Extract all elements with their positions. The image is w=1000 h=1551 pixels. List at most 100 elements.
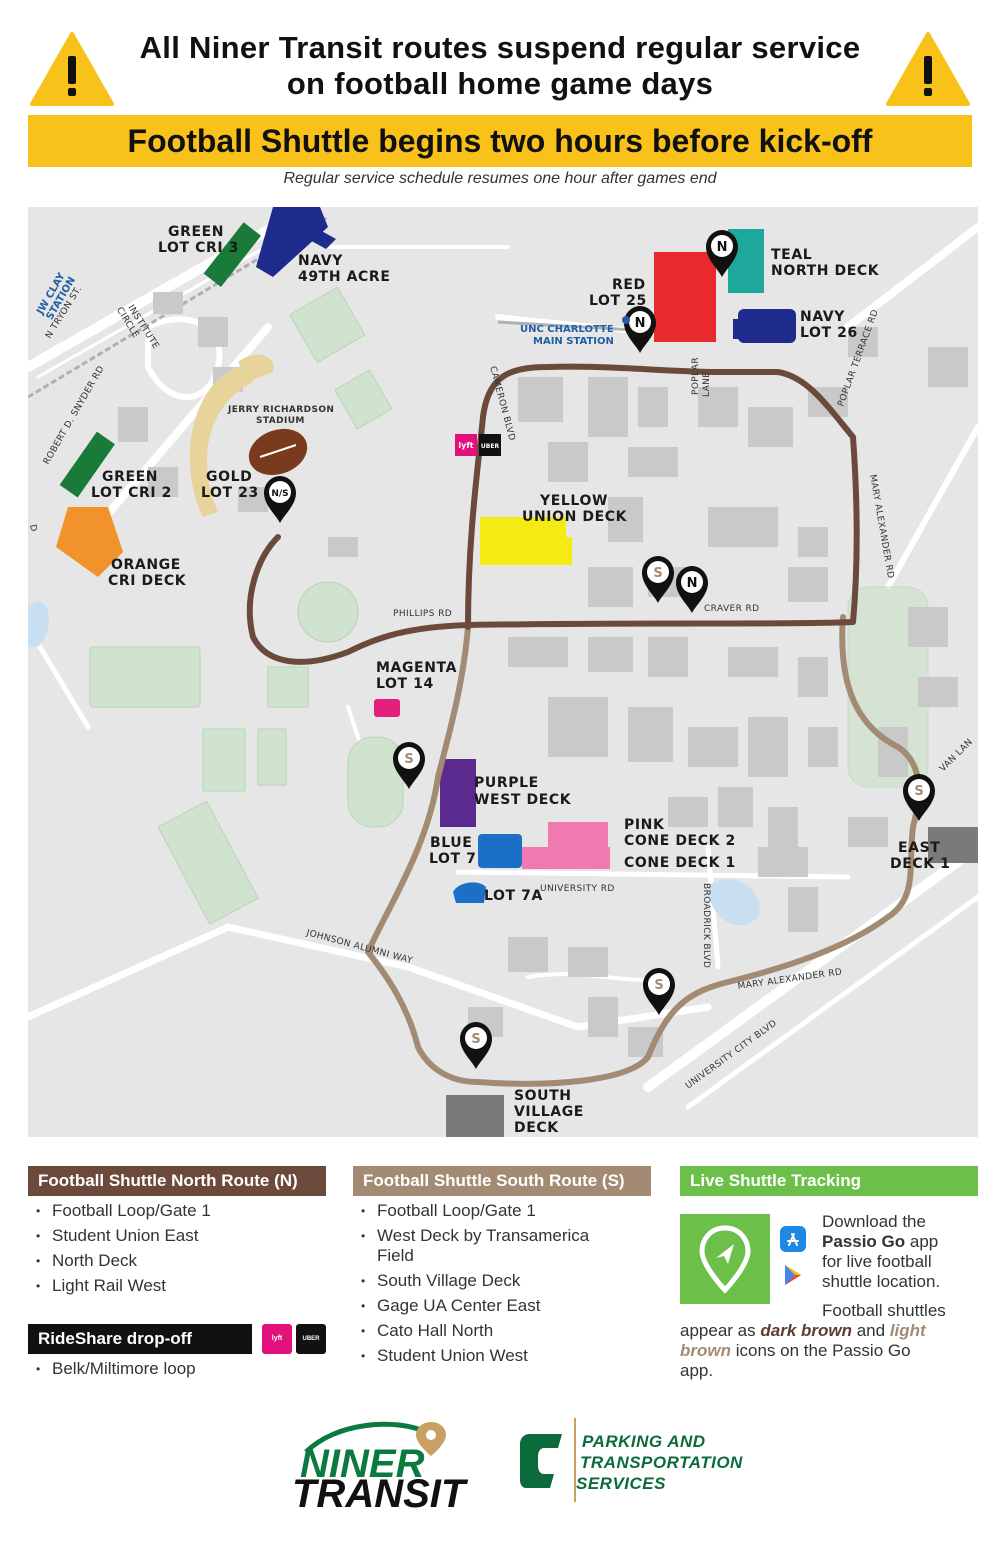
shuttle-pin-north[interactable]: N xyxy=(624,306,656,353)
north-route-stops: Football Loop/Gate 1 Student Union East … xyxy=(28,1201,328,1301)
blue-lot-7-shape xyxy=(478,834,522,868)
label-east-2: DECK 1 xyxy=(890,856,951,872)
svg-text:POPLARLANE: POPLARLANE xyxy=(691,357,712,397)
pin-center xyxy=(647,561,669,583)
cone-deck-1-shape xyxy=(522,847,610,869)
download-post: app xyxy=(909,1232,939,1251)
green-lot-cri3-shape xyxy=(203,222,261,287)
header-line-1: All Niner Transit routes suspend regular… xyxy=(139,30,861,65)
pin-center xyxy=(908,779,930,801)
shuttle-pin-north[interactable]: N xyxy=(706,230,738,277)
pts-line-1: PARKING AND xyxy=(582,1432,706,1451)
header-subtitle: Regular service schedule resumes one hou… xyxy=(283,170,717,187)
orange-cri-deck-shape xyxy=(56,507,123,577)
south-route-stops: Football Loop/Gate 1 West Deck by Transa… xyxy=(353,1201,643,1371)
label-pink-1: PINK xyxy=(624,817,665,833)
label-pink-2: CONE DECK 2 xyxy=(624,833,736,849)
footer-divider xyxy=(574,1418,576,1502)
east-deck-shape xyxy=(928,827,978,863)
header-line-2: on football home game days xyxy=(286,66,714,101)
label-navy-49-2: 49TH ACRE xyxy=(298,269,390,285)
kickoff-banner: Football Shuttle begins two hours before… xyxy=(28,115,972,167)
label-stadium-2: STADIUM xyxy=(256,416,305,426)
map-uber-icon xyxy=(479,434,501,456)
south-stop: West Deck by Transamerica Field xyxy=(353,1226,607,1266)
google-play-icon[interactable] xyxy=(780,1262,806,1288)
north-stop: Light Rail West xyxy=(28,1276,328,1296)
tracking-header: Live Shuttle Tracking xyxy=(680,1166,978,1196)
label-yellow-1: YELLOW xyxy=(539,493,608,509)
label-magenta-1: MAGENTA xyxy=(376,660,457,676)
label-east-1: EAST xyxy=(898,840,940,856)
south-stop: Gage UA Center East xyxy=(353,1296,643,1316)
rideshare-stop: Belk/Miltimore loop xyxy=(28,1359,328,1379)
label-sv-2: VILLAGE xyxy=(514,1104,584,1120)
header-title: All Niner Transit routes suspend regular… xyxy=(110,30,890,102)
road-poplar-1: POPLAR xyxy=(691,357,701,395)
south-stop: Student Union West xyxy=(353,1346,643,1366)
label-navy-49-1: NAVY xyxy=(298,253,343,269)
pin-center xyxy=(629,311,651,333)
shuttle-pin-south[interactable]: S xyxy=(393,742,425,789)
passio-go-app-icon[interactable] xyxy=(680,1214,770,1304)
road-craver: CRAVER RD xyxy=(704,604,760,614)
map-lyft-text: lyft xyxy=(458,441,473,450)
lyft-icon: lyft xyxy=(262,1324,292,1354)
road-phillips: PHILLIPS RD xyxy=(393,609,452,619)
parking-lots xyxy=(56,207,978,1137)
label-green-cri3-2: LOT CRI 3 xyxy=(158,240,239,256)
label-green-cri2-1: GREEN xyxy=(102,469,158,485)
pin-center xyxy=(648,973,670,995)
label-gold-1: GOLD xyxy=(206,469,252,485)
warning-icon-left xyxy=(30,32,114,106)
label-sv-3: DECK xyxy=(514,1120,559,1136)
label-teal-1: TEAL xyxy=(771,247,812,263)
label-orange-1: ORANGE xyxy=(111,557,181,573)
app-name: Passio Go xyxy=(822,1232,906,1251)
note-and: and xyxy=(856,1321,886,1340)
lot-7a-shape xyxy=(453,882,486,903)
shuttle-pin-both[interactable]: N/S xyxy=(264,476,296,523)
shuttle-pin-south[interactable]: S xyxy=(642,556,674,603)
pond xyxy=(28,601,49,647)
label-yellow-2: UNION DECK xyxy=(522,509,628,525)
shuttle-pin-north[interactable]: N xyxy=(676,566,708,613)
label-navy26-2: LOT 26 xyxy=(800,325,858,341)
shuttle-pin-south[interactable]: S xyxy=(460,1022,492,1069)
warning-icon-right xyxy=(886,32,970,106)
road-poplar-2: LANE xyxy=(702,372,712,397)
yellow-union-deck-shape xyxy=(480,517,566,565)
pin-letter: N/S xyxy=(271,489,288,499)
label-green-cri3-1: GREEN xyxy=(168,224,224,240)
pin-center xyxy=(398,747,420,769)
pin-letter: S xyxy=(404,752,413,767)
map-rideshare-badge: lyft UBER xyxy=(455,434,501,456)
shuttle-pin-south[interactable]: S xyxy=(643,968,675,1015)
pin-center xyxy=(465,1027,487,1049)
niner-logo-text: NINER xyxy=(300,1442,425,1486)
north-route-line xyxy=(246,363,860,665)
charlotte-c-logo xyxy=(520,1434,562,1488)
south-stop: Football Loop/Gate 1 xyxy=(353,1201,643,1221)
magenta-lot-14-shape xyxy=(374,699,400,717)
label-blue-1: BLUE xyxy=(430,835,472,851)
pin-letter: S xyxy=(653,566,662,581)
shuttle-pin-south[interactable]: S xyxy=(903,774,935,821)
pin-center xyxy=(269,481,291,503)
red-lot-25-shape xyxy=(654,252,716,342)
pin-letter: S xyxy=(914,784,923,799)
label-purple-2: WEST DECK xyxy=(474,792,572,808)
app-store-icon[interactable] xyxy=(780,1226,806,1252)
